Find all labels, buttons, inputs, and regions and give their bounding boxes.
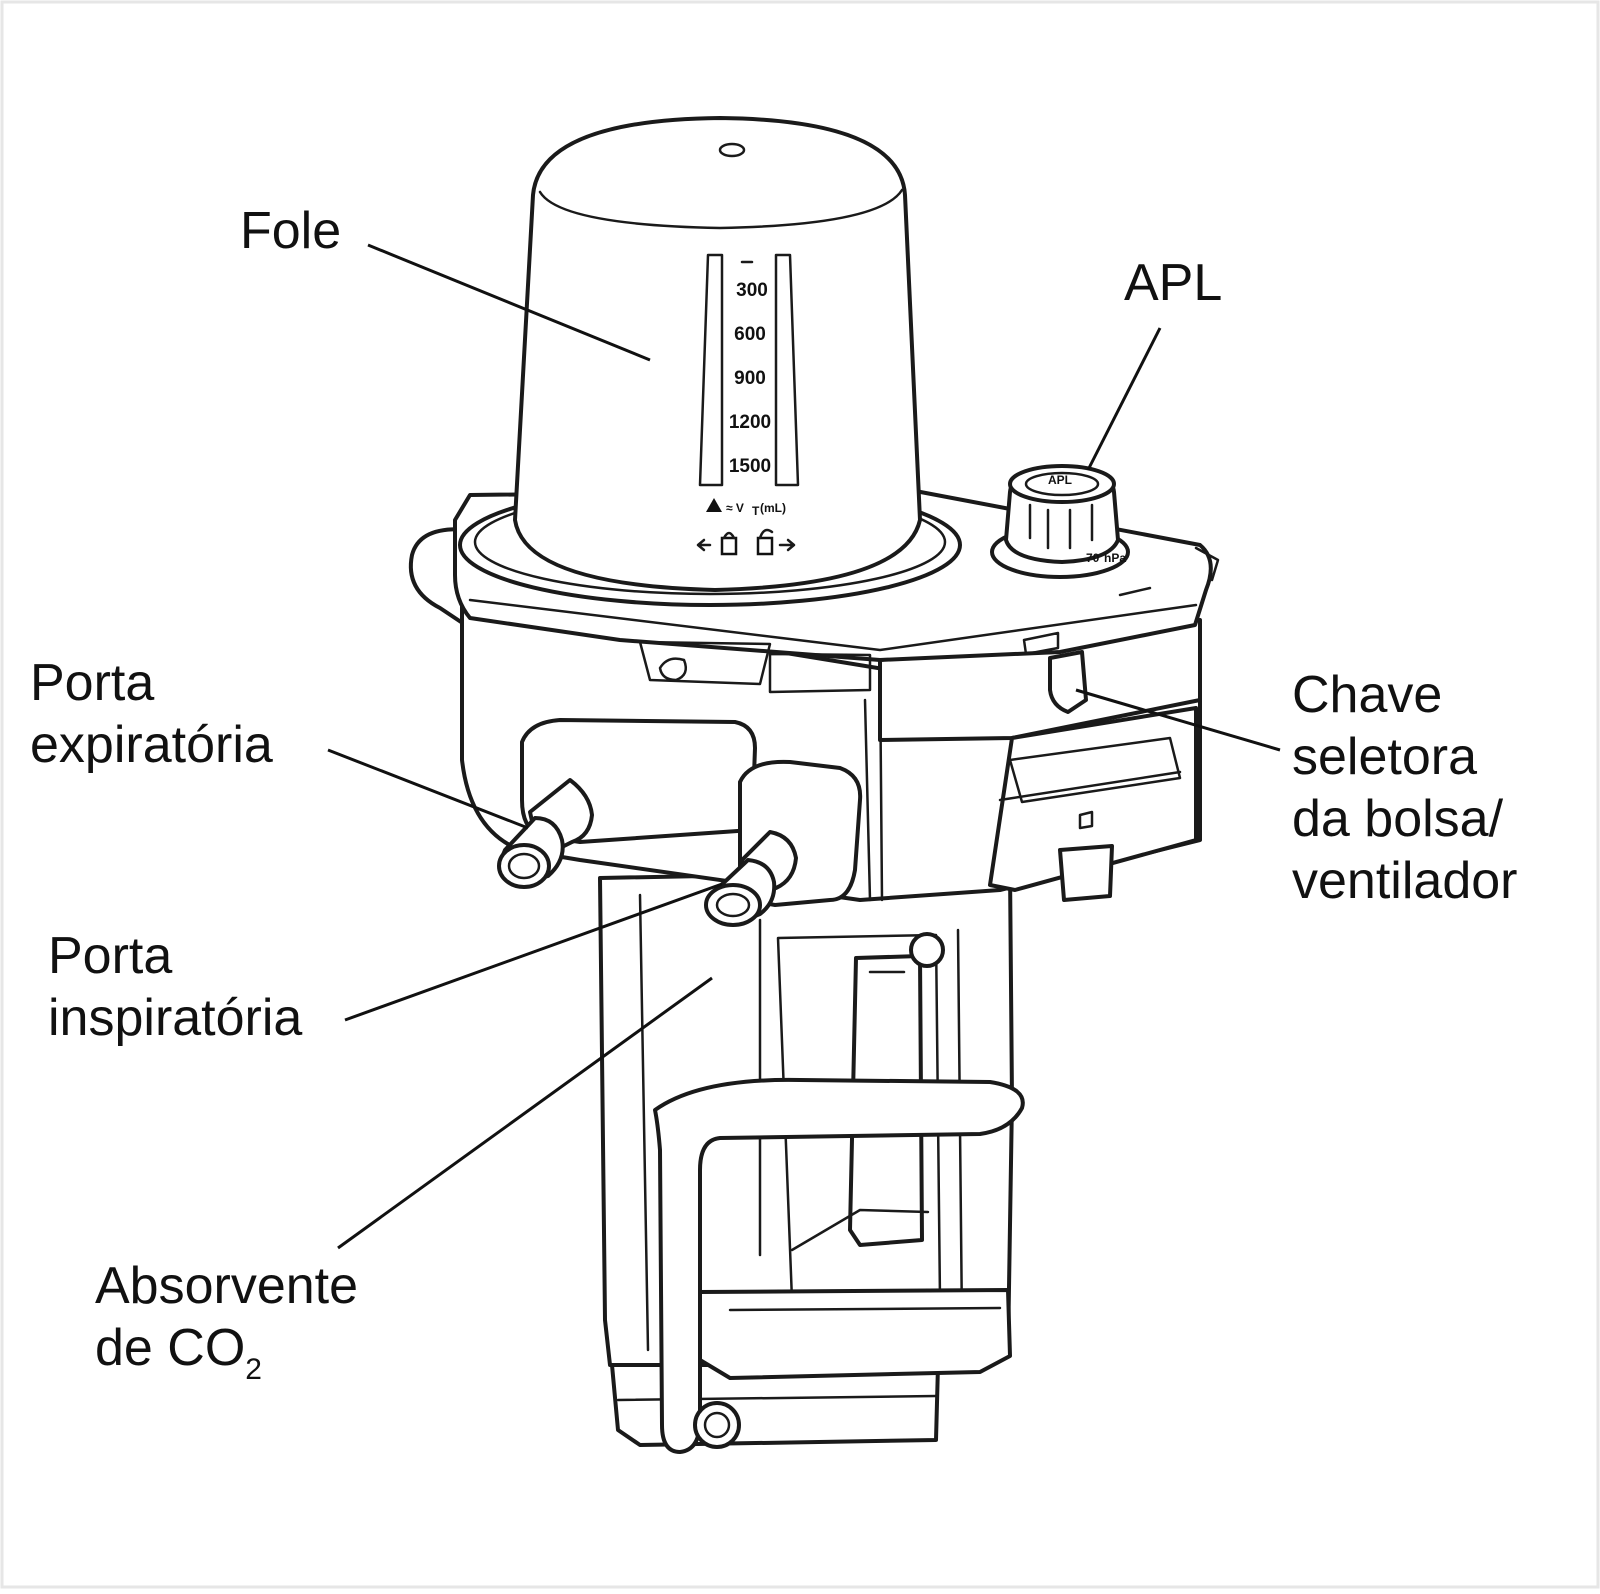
leader-line-apl [1086,327,1162,471]
label-expiratory-port: Porta expiratória [30,654,273,774]
scale-mark-900: 900 [734,368,766,389]
label-apl: APL [1124,254,1223,312]
scale-mark-600: 600 [734,324,766,345]
apl-knob-label: APL [1048,473,1072,487]
scale-caption: ≈ V [726,501,744,515]
scale-mark-300: 300 [736,280,768,301]
bellows-housing [458,116,962,607]
inspiratory-port-connector [704,830,798,927]
label-co2-absorber: Absorvente de CO2 [95,1257,359,1386]
co2-absorber-canister [598,868,1025,1454]
apl-dial-value: 70 [1086,551,1100,565]
unlock-icon [756,528,796,556]
label-bellows: Fole [240,202,342,260]
lock-icon [696,531,738,556]
leader-line-co2-absorber [337,976,713,1250]
leader-line-expiratory-port [327,748,529,830]
scale-caption-subscript: T [752,504,760,518]
leader-line-selector-switch [1075,688,1281,752]
label-inspiratory-port: Porta inspiratória [48,927,303,1047]
leader-line-inspiratory-port [344,882,723,1022]
leader-line-bellows [367,243,651,362]
scale-mark-1200: 1200 [729,412,771,433]
apl-dial-unit: hPa [1104,551,1126,565]
bellows-volume-scale: 300 600 900 1200 1500 ≈ V T (mL) [696,280,796,556]
scale-unit: (mL) [760,501,786,515]
apl-valve-knob: APL 70 hPa [990,464,1130,579]
warning-icon [706,498,722,512]
expiratory-port-connector [497,778,594,889]
label-selector-switch: Chave seletora da bolsa/ ventilador [1292,666,1518,910]
scale-mark-1500: 1500 [729,456,771,477]
